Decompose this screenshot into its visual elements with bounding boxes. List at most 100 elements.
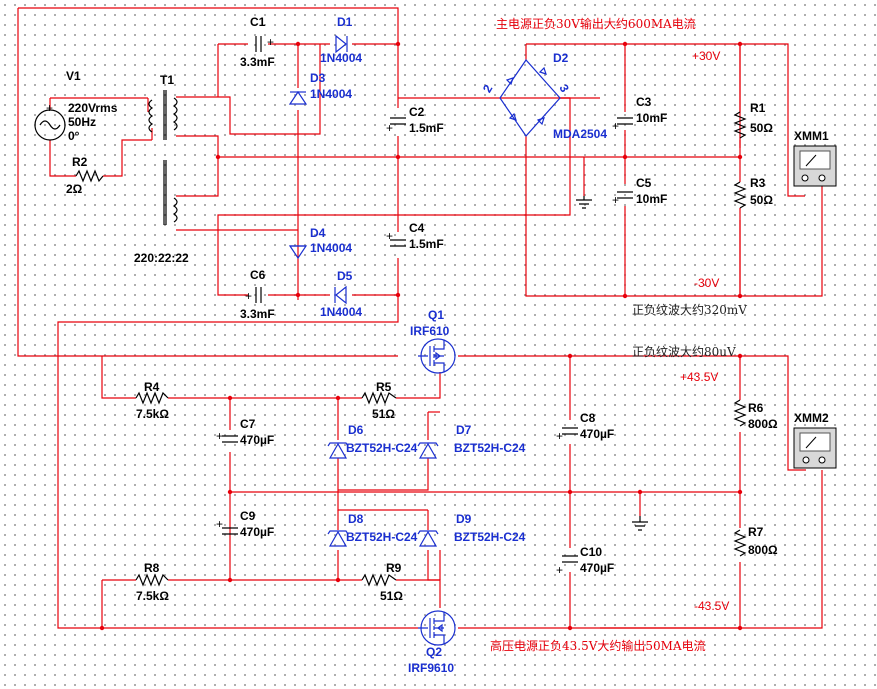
label-v1: V1 — [66, 69, 81, 83]
capacitor-c8[interactable]: + — [556, 427, 578, 443]
label-r6-val: 800Ω — [748, 417, 778, 431]
label-c6: C6 — [250, 268, 266, 282]
label-r6: R6 — [748, 401, 764, 415]
transformer-t1[interactable] — [148, 90, 178, 225]
note-main-supply: 主电源正负30V输出大约600MA电流 — [496, 16, 696, 31]
resistor-r9[interactable] — [361, 573, 397, 587]
diode-d4[interactable] — [288, 245, 308, 260]
label-r2-val: 2Ω — [66, 182, 83, 196]
capacitor-c1[interactable]: + — [255, 35, 274, 52]
label-q2-val: IRF9610 — [408, 661, 454, 675]
svg-text:+: + — [386, 121, 393, 135]
zener-d9[interactable] — [417, 530, 439, 547]
junctions — [99, 41, 743, 631]
diode-d5[interactable] — [334, 285, 347, 305]
multimeter-xmm2[interactable] — [793, 427, 837, 469]
label-r7: R7 — [748, 525, 764, 539]
label-c10: C10 — [580, 545, 602, 559]
capacitor-c9[interactable]: + — [216, 517, 238, 535]
label-xmm2: XMM2 — [794, 411, 829, 425]
ground-symbol-2 — [632, 516, 648, 531]
label-d7: D7 — [456, 423, 472, 437]
resistor-r5[interactable] — [361, 391, 397, 405]
diode-d1[interactable] — [335, 34, 348, 54]
label-q1-val: IRF610 — [410, 324, 450, 338]
diode-d3[interactable] — [288, 90, 308, 105]
component-labels: V1 220Vrms 50Hz 0° R2 2Ω T1 220:22:22 C1… — [66, 15, 829, 675]
svg-text:+: + — [216, 517, 223, 531]
label-c8-val: 470µF — [580, 427, 614, 441]
label-v1-volt: 220Vrms — [68, 101, 118, 115]
label-c5-val: 10mF — [636, 192, 667, 206]
label-d5-val: 1N4004 — [320, 305, 362, 319]
label-bridge-pin2: 2 — [480, 82, 496, 95]
capacitor-c4[interactable]: + — [386, 229, 406, 247]
label-d1: D1 — [337, 15, 353, 29]
label-d9-val: BZT52H-C24 — [454, 530, 526, 544]
capacitor-c7[interactable]: + — [216, 429, 238, 443]
svg-text:+: + — [612, 193, 619, 207]
label-bridge-pin3: 3 — [556, 82, 572, 95]
capacitor-c2[interactable]: + — [386, 117, 406, 135]
label-d3: D3 — [310, 71, 326, 85]
svg-text:+: + — [612, 119, 619, 133]
label-c3-val: 10mF — [636, 111, 667, 125]
label-c9-val: 470µF — [240, 525, 274, 539]
label-r4-val: 7.5kΩ — [136, 407, 169, 421]
label-t1-ratio: 220:22:22 — [134, 251, 189, 265]
capacitor-c5[interactable]: + — [612, 191, 633, 207]
svg-text:+: + — [556, 563, 563, 577]
resistor-r2[interactable] — [75, 169, 104, 183]
label-d2: D2 — [553, 51, 569, 65]
label-c7: C7 — [240, 417, 256, 431]
label-c1-val: 3.3mF — [240, 55, 275, 69]
label-r1-val: 50Ω — [750, 121, 773, 135]
label-d3-val: 1N4004 — [310, 87, 352, 101]
label-r3: R3 — [750, 176, 766, 190]
note-hv-supply: 高压电源正负43.5V大约输出50MA电流 — [490, 638, 706, 653]
label-r5-val: 51Ω — [372, 407, 395, 421]
label-c7-val: 470µF — [240, 433, 274, 447]
zener-d6[interactable] — [327, 442, 349, 459]
label-d6: D6 — [348, 423, 364, 437]
mosfet-q1[interactable] — [418, 338, 456, 374]
multimeter-xmm1[interactable] — [793, 145, 837, 187]
resistor-r4[interactable] — [135, 391, 169, 405]
svg-text:+: + — [216, 429, 223, 443]
mosfet-q2[interactable] — [418, 610, 456, 646]
label-c6-val: 3.3mF — [240, 307, 275, 321]
label-r5: R5 — [376, 380, 392, 394]
label-c5: C5 — [636, 176, 652, 190]
label-c2-val: 1.5mF — [409, 121, 444, 135]
label-c8: C8 — [580, 411, 596, 425]
bridge-rectifier-d2[interactable] — [499, 59, 561, 137]
label-d4: D4 — [310, 226, 326, 240]
label-r2: R2 — [72, 155, 88, 169]
resistor-r8[interactable] — [135, 573, 169, 587]
zener-d7[interactable] — [417, 442, 439, 459]
note-ripple-30: 正负纹波大约320mV — [632, 302, 747, 317]
ac-source-v1[interactable]: + — [34, 101, 66, 141]
svg-text:+: + — [267, 35, 274, 49]
resistor-r6[interactable] — [733, 399, 747, 427]
resistor-r1[interactable] — [733, 111, 747, 139]
ground-symbol-1 — [576, 196, 592, 209]
label-r4: R4 — [144, 380, 160, 394]
label-d7-val: BZT52H-C24 — [454, 441, 526, 455]
label-vp43: +43.5V — [680, 370, 718, 384]
resistor-r7[interactable] — [733, 529, 747, 557]
capacitor-c6[interactable]: + — [245, 287, 262, 303]
resistor-r3[interactable] — [733, 181, 747, 209]
svg-text:+: + — [556, 429, 563, 443]
capacitor-c10[interactable]: + — [556, 555, 578, 577]
label-r8-val: 7.5kΩ — [136, 589, 169, 603]
capacitor-c3[interactable]: + — [612, 117, 633, 133]
label-r9: R9 — [386, 561, 402, 575]
label-c9: C9 — [240, 509, 256, 523]
label-r7-val: 800Ω — [748, 543, 778, 557]
zener-d8[interactable] — [327, 530, 349, 547]
label-xmm1: XMM1 — [794, 129, 829, 143]
label-c10-val: 470µF — [580, 561, 614, 575]
label-r1: R1 — [750, 101, 766, 115]
